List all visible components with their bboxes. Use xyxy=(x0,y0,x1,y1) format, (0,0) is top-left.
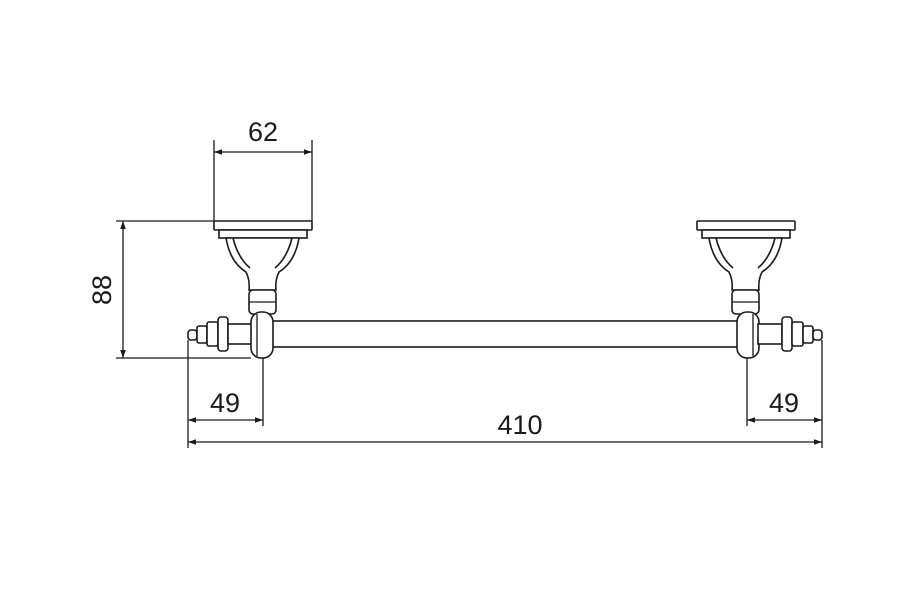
dimension-label-mount-width: 62 xyxy=(248,117,278,147)
dimension-label-right-offset: 49 xyxy=(769,388,799,418)
dimension-height: 88 xyxy=(87,220,251,359)
dimension-label-left-offset: 49 xyxy=(210,388,240,418)
extension-lines xyxy=(187,340,823,448)
dimension-label-overall-length: 410 xyxy=(497,410,542,440)
dimension-overall-length: 410 xyxy=(188,410,822,445)
left-end-cap xyxy=(187,311,274,359)
dimension-left-offset: 49 xyxy=(188,388,263,423)
dimension-mount-width: 62 xyxy=(213,117,313,221)
right-wall-bracket xyxy=(696,220,796,315)
dimension-label-height: 88 xyxy=(87,275,117,305)
dimension-right-offset: 49 xyxy=(747,388,822,423)
left-wall-bracket xyxy=(213,220,313,315)
right-end-cap xyxy=(736,311,823,359)
towel-bar-tube xyxy=(269,320,745,348)
